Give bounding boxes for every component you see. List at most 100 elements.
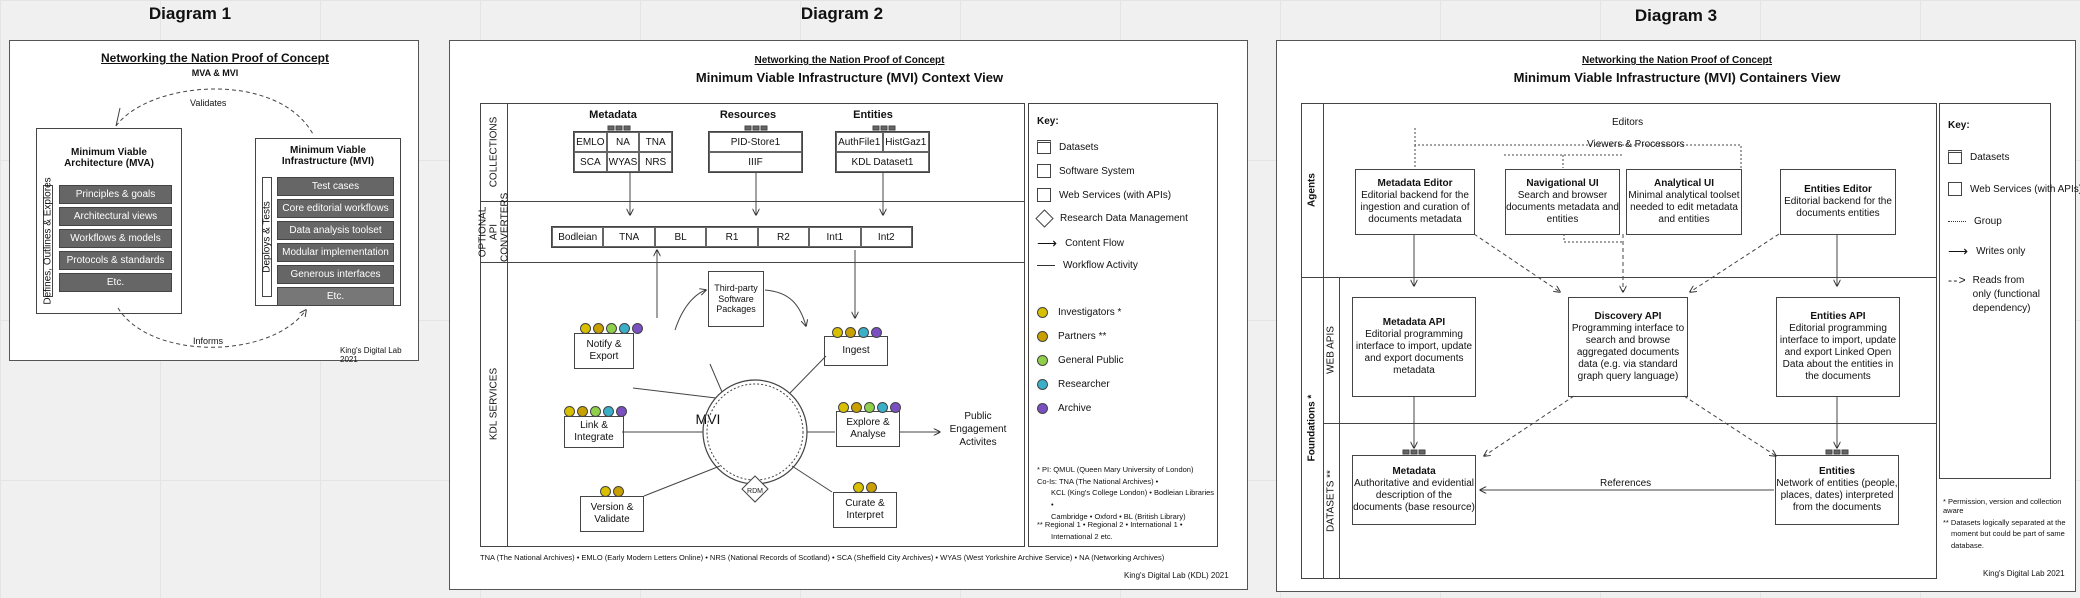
d1-subtitle: MVA & MVI	[191, 68, 239, 78]
arrow-icon: ⟶	[1948, 243, 1969, 259]
key-label: Content Flow	[1065, 237, 1124, 249]
archive-icon	[871, 327, 882, 338]
d1-informs-label: Informs	[193, 336, 224, 346]
software-icon	[1037, 164, 1051, 178]
investigators-icon	[853, 482, 864, 493]
key-datasets: Datasets	[1037, 140, 1098, 154]
mva-side-bracket	[43, 185, 53, 297]
dataset-icon	[1948, 150, 1962, 164]
entities-datasets: AuthFile1 HistGaz1 KDL Dataset1	[835, 131, 930, 173]
mvi-core-label: MVI	[695, 411, 721, 427]
mvi-item: Modular implementation	[277, 243, 394, 262]
public-icon	[590, 406, 601, 417]
service-curate-interpret: Curate & Interpret	[833, 492, 897, 528]
dotted-line-icon	[1948, 221, 1966, 222]
ingest-roles	[832, 325, 884, 343]
row-converters-label: OPTIONAL API CONVERTERS	[477, 192, 511, 262]
d2-main-panel	[480, 103, 1025, 547]
mvi-box: Minimum Viable Infrastructure (MVI) Depl…	[255, 138, 401, 306]
service-label: Link & Integrate	[574, 420, 614, 443]
row-webapis-label: WEB APIS	[1325, 326, 1337, 374]
key-researcher: Researcher	[1037, 379, 1110, 390]
mva-box: Minimum Viable Architecture (MVA) Define…	[36, 128, 182, 314]
dataset-kdl: KDL Dataset1	[836, 152, 929, 172]
key-reads-only: - - >Reads from only (functional depende…	[1948, 274, 2045, 316]
service-label: Curate & Interpret	[845, 498, 885, 521]
key-datasets: Datasets	[1948, 150, 2009, 164]
d1-title: Networking the Nation Proof of Concept	[101, 51, 329, 65]
container-title: Entities	[1818, 466, 1856, 477]
mvi-item: Data analysis toolset	[277, 221, 394, 240]
key-label: Archive	[1058, 403, 1092, 414]
container-desc: Network of entities (people, places, dat…	[1776, 478, 1898, 513]
resources-datasets: PID-Store1 IIIF	[708, 131, 803, 173]
key-label: Workflow Activity	[1063, 260, 1138, 271]
note-line: International 2 etc.	[1051, 531, 1113, 541]
converter-bodleian: Bodleian	[552, 227, 604, 247]
converter-int1: Int1	[809, 227, 861, 247]
key-writes-only: ⟶Writes only	[1948, 244, 2025, 258]
public-icon	[864, 402, 875, 413]
diagram-1-frame: Networking the Nation Proof of Concept M…	[9, 40, 419, 364]
container-desc: Programming interface to search and brow…	[1571, 323, 1685, 382]
line-icon	[1037, 265, 1055, 266]
d3-divider	[1323, 423, 1937, 424]
container-desc: Editorial backend for the documents enti…	[1784, 196, 1892, 219]
key-label: Datasets	[1059, 141, 1099, 153]
dataset-histgaz: HistGaz1	[882, 132, 929, 152]
d2-title: Networking the Nation Proof of Concept	[754, 55, 945, 66]
archive-icon	[632, 323, 643, 334]
d2-credit: King's Digital Lab (KDL) 2021	[1124, 571, 1229, 580]
container-title: Entities Editor	[1804, 184, 1872, 195]
d2-row-divider	[480, 201, 1025, 202]
d3-note-2: ** Datasets logically separated at the m…	[1943, 518, 2066, 550]
dataset-wyas: WYAS	[606, 152, 640, 172]
key-label: Investigators *	[1058, 307, 1122, 318]
key-investigators: Investigators *	[1037, 307, 1121, 318]
d3-key-panel: Key: Datasets Web Services (with APIs) G…	[1939, 103, 2080, 479]
partners-icon	[851, 402, 862, 413]
third-party-label: Third-party Software Packages	[714, 282, 758, 315]
container-desc: Editorial programming interface to impor…	[1355, 329, 1473, 376]
d1-credit: King's Digital Lab 2021	[340, 346, 402, 364]
key-group: Group	[1948, 216, 2002, 227]
partners-icon	[845, 327, 856, 338]
link-roles	[564, 404, 629, 422]
service-link-integrate: Link & Integrate	[564, 416, 624, 448]
researcher-icon	[619, 323, 630, 334]
mvi-item: Test cases	[277, 177, 394, 196]
diagram-2-heading: Diagram 2	[800, 4, 884, 23]
investigators-icon	[838, 402, 849, 413]
public-icon	[1037, 355, 1048, 366]
d2-subtitle: Minimum Viable Infrastructure (MVI) Cont…	[695, 70, 1004, 85]
diagram-2-frame: Networking the Nation Proof of Concept M…	[449, 40, 1248, 590]
resources-heading: Resources	[719, 109, 777, 121]
partners-icon	[613, 486, 624, 497]
version-roles	[600, 484, 626, 502]
service-version-validate: Version & Validate	[580, 496, 644, 532]
dataset-authfile: AuthFile1	[836, 132, 883, 152]
partners-icon	[866, 482, 877, 493]
note-line: ** Regional 1 • Regional 2 • Internation…	[1037, 520, 1183, 529]
note-line: KCL (King's College London) • Bodleian L…	[1051, 488, 1215, 509]
researcher-icon	[1037, 379, 1048, 390]
third-party-box: Third-party Software Packages	[708, 271, 764, 327]
key-rdm: Research Data Management	[1035, 209, 1188, 228]
container-desc: Search and browser documents metadata an…	[1506, 190, 1619, 225]
container-title: Metadata	[1392, 466, 1436, 477]
key-public: General Public	[1037, 355, 1124, 366]
d3-main-panel	[1301, 103, 1937, 579]
researcher-icon	[877, 402, 888, 413]
mvi-item: Core editorial workflows	[277, 199, 394, 218]
container-title: Metadata Editor	[1377, 178, 1453, 189]
converter-int2: Int2	[860, 227, 912, 247]
metadata-heading: Metadata	[589, 109, 637, 121]
investigators-icon	[564, 406, 575, 417]
d3-title: Networking the Nation Proof of Concept	[1582, 55, 1772, 66]
service-label: Ingest	[842, 345, 870, 356]
researcher-icon	[858, 327, 869, 338]
